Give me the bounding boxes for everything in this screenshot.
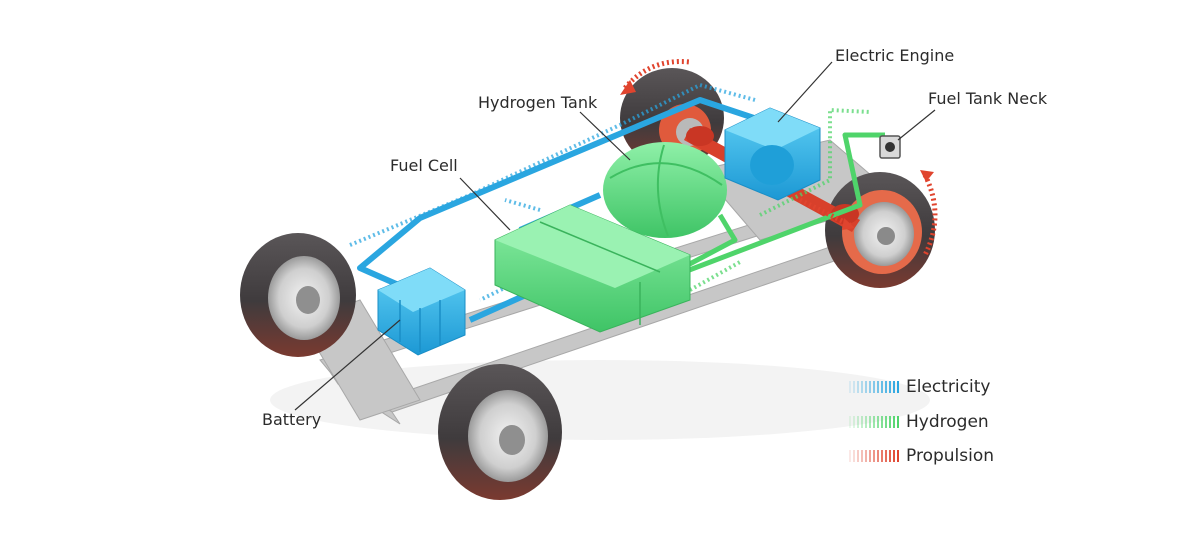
hydrogen-swatch-icon [849,416,899,428]
callout-leaders [294,61,936,411]
floor-shadow [270,360,930,440]
hydrogen-tank [603,142,727,238]
leader-electric-engine [777,61,833,123]
label-battery: Battery [262,410,322,429]
leader-fuel-cell [459,177,511,231]
propulsion-arrowheads [620,80,934,230]
propulsion-arrows [623,59,938,257]
fuel-cell [494,204,691,333]
wheel-front-left [240,233,356,357]
leader-hydrogen-tank [579,111,631,161]
legend-label-electricity: Electricity [906,377,991,397]
legend-item-electricity: Electricity [848,377,990,397]
propulsion-swatch-stripes [849,450,899,462]
legend-item-hydrogen: Hydrogen [848,412,989,432]
wheel-front-right [438,364,562,500]
leader-battery [294,319,401,411]
legend-label-hydrogen: Hydrogen [906,412,989,432]
hydrogen-swatch-stripes [849,416,899,428]
label-fuel-tank-neck: Fuel Tank Neck [928,89,1048,108]
leader-fuel-tank-neck [897,109,936,141]
label-electric-engine: Electric Engine [835,46,955,65]
legend-label-propulsion: Propulsion [906,446,995,466]
legend-item-propulsion: Propulsion [848,446,994,466]
electricity-swatch-icon [849,381,899,393]
label-hydrogen-tank: Hydrogen Tank [478,93,598,112]
propulsion-swatch-icon [849,450,899,462]
battery-pack [377,267,466,356]
fuel-tank-neck [879,135,901,159]
label-fuel-cell: Fuel Cell [390,156,458,175]
electricity-flow-arrows [349,82,756,302]
electric-engine [724,107,821,201]
wheel-rear-right [825,172,935,288]
electricity-swatch-stripes [849,381,899,393]
